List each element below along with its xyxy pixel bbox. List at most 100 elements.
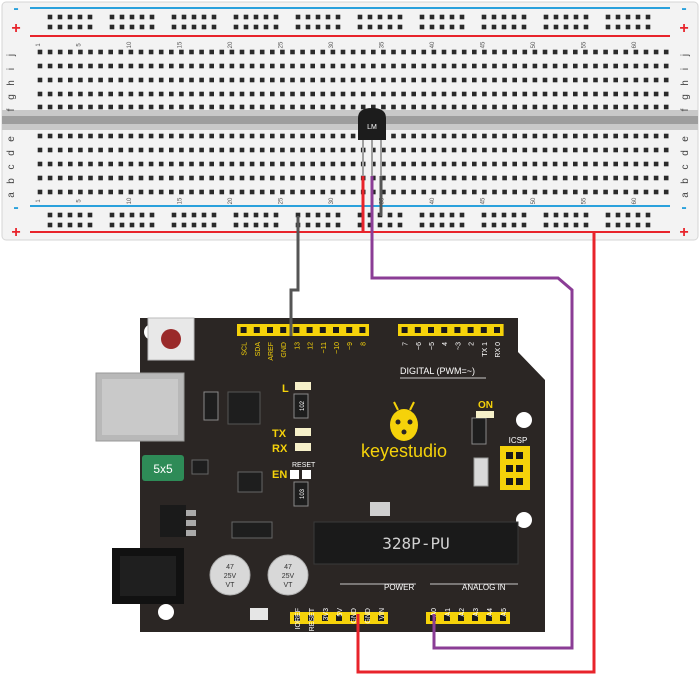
breadboard-hole[interactable]	[512, 77, 517, 83]
breadboard-hole[interactable]	[502, 133, 507, 139]
breadboard-hole[interactable]	[357, 222, 363, 228]
breadboard-hole[interactable]	[613, 91, 618, 97]
breadboard-hole[interactable]	[431, 147, 437, 153]
breadboard-hole[interactable]	[57, 161, 63, 167]
breadboard-hole[interactable]	[87, 222, 93, 228]
breadboard-hole[interactable]	[357, 212, 363, 218]
breadboard-hole[interactable]	[397, 14, 403, 20]
breadboard-hole[interactable]	[511, 24, 517, 30]
breadboard-hole[interactable]	[492, 91, 497, 97]
breadboard-hole[interactable]	[259, 175, 265, 181]
breadboard-hole[interactable]	[300, 104, 305, 110]
breadboard-hole[interactable]	[315, 212, 321, 218]
breadboard-hole[interactable]	[78, 175, 83, 181]
breadboard-hole[interactable]	[542, 91, 548, 97]
breadboard-hole[interactable]	[633, 91, 639, 97]
breadboard-hole[interactable]	[663, 104, 669, 110]
breadboard-hole[interactable]	[603, 49, 608, 55]
breadboard-hole[interactable]	[179, 63, 184, 69]
breadboard-hole[interactable]	[357, 14, 363, 20]
breadboard-hole[interactable]	[219, 189, 225, 195]
breadboard-hole[interactable]	[451, 63, 457, 69]
breadboard-hole[interactable]	[502, 175, 507, 181]
breadboard-hole[interactable]	[421, 77, 427, 83]
breadboard-hole[interactable]	[148, 104, 154, 110]
breadboard-hole[interactable]	[295, 212, 301, 218]
breadboard-hole[interactable]	[472, 189, 477, 195]
breadboard-hole[interactable]	[492, 133, 497, 139]
breadboard-hole[interactable]	[543, 222, 549, 228]
icsp-pin[interactable]	[506, 452, 513, 459]
breadboard-hole[interactable]	[391, 147, 396, 153]
breadboard-hole[interactable]	[605, 24, 611, 30]
breadboard-hole[interactable]	[562, 133, 568, 139]
breadboard-hole[interactable]	[57, 91, 63, 97]
breadboard-hole[interactable]	[573, 49, 578, 55]
breadboard-hole[interactable]	[623, 104, 629, 110]
breadboard-hole[interactable]	[552, 91, 558, 97]
breadboard-hole[interactable]	[108, 147, 113, 153]
breadboard-hole[interactable]	[340, 77, 346, 83]
breadboard-hole[interactable]	[179, 104, 184, 110]
breadboard-hole[interactable]	[643, 77, 649, 83]
breadboard-hole[interactable]	[593, 91, 598, 97]
breadboard-hole[interactable]	[573, 222, 579, 228]
breadboard-hole[interactable]	[37, 91, 43, 97]
breadboard-hole[interactable]	[419, 14, 425, 20]
breadboard-hole[interactable]	[583, 189, 588, 195]
breadboard-hole[interactable]	[128, 147, 134, 153]
breadboard-hole[interactable]	[451, 49, 457, 55]
breadboard-hole[interactable]	[562, 63, 568, 69]
breadboard-hole[interactable]	[411, 77, 416, 83]
breadboard-hole[interactable]	[290, 189, 295, 195]
breadboard-hole[interactable]	[37, 147, 43, 153]
power-pin[interactable]	[336, 615, 342, 621]
breadboard-hole[interactable]	[169, 161, 174, 167]
breadboard-hole[interactable]	[219, 104, 225, 110]
breadboard-hole[interactable]	[139, 24, 145, 30]
breadboard-hole[interactable]	[67, 222, 73, 228]
breadboard-hole[interactable]	[451, 175, 457, 181]
breadboard-hole[interactable]	[381, 161, 386, 167]
breadboard-hole[interactable]	[199, 175, 204, 181]
breadboard-hole[interactable]	[300, 77, 305, 83]
breadboard-hole[interactable]	[431, 63, 437, 69]
breadboard-hole[interactable]	[653, 91, 659, 97]
breadboard-hole[interactable]	[335, 14, 341, 20]
breadboard-hole[interactable]	[320, 133, 326, 139]
breadboard-hole[interactable]	[128, 63, 134, 69]
breadboard-hole[interactable]	[367, 14, 373, 20]
breadboard-hole[interactable]	[179, 77, 184, 83]
breadboard-hole[interactable]	[169, 175, 174, 181]
breadboard-hole[interactable]	[270, 175, 275, 181]
breadboard-hole[interactable]	[482, 161, 487, 167]
breadboard-hole[interactable]	[98, 63, 103, 69]
breadboard-hole[interactable]	[98, 91, 103, 97]
breadboard-hole[interactable]	[270, 104, 275, 110]
breadboard-hole[interactable]	[573, 212, 579, 218]
breadboard-hole[interactable]	[98, 77, 103, 83]
breadboard-hole[interactable]	[78, 91, 83, 97]
breadboard-hole[interactable]	[593, 189, 598, 195]
breadboard-hole[interactable]	[249, 147, 255, 153]
breadboard-hole[interactable]	[181, 222, 187, 228]
breadboard-hole[interactable]	[521, 222, 527, 228]
breadboard-hole[interactable]	[290, 77, 295, 83]
breadboard-hole[interactable]	[492, 77, 497, 83]
analog-pin[interactable]	[472, 615, 478, 621]
breadboard-hole[interactable]	[645, 24, 651, 30]
breadboard-hole[interactable]	[108, 133, 113, 139]
breadboard-hole[interactable]	[68, 104, 73, 110]
breadboard-hole[interactable]	[270, 161, 275, 167]
breadboard-hole[interactable]	[148, 91, 154, 97]
breadboard-hole[interactable]	[219, 161, 225, 167]
breadboard-hole[interactable]	[68, 63, 73, 69]
breadboard-hole[interactable]	[290, 161, 295, 167]
breadboard-hole[interactable]	[573, 175, 578, 181]
breadboard-hole[interactable]	[491, 14, 497, 20]
breadboard-hole[interactable]	[481, 14, 487, 20]
breadboard-hole[interactable]	[87, 14, 93, 20]
breadboard-hole[interactable]	[300, 63, 305, 69]
breadboard-hole[interactable]	[199, 91, 204, 97]
breadboard-hole[interactable]	[68, 189, 73, 195]
